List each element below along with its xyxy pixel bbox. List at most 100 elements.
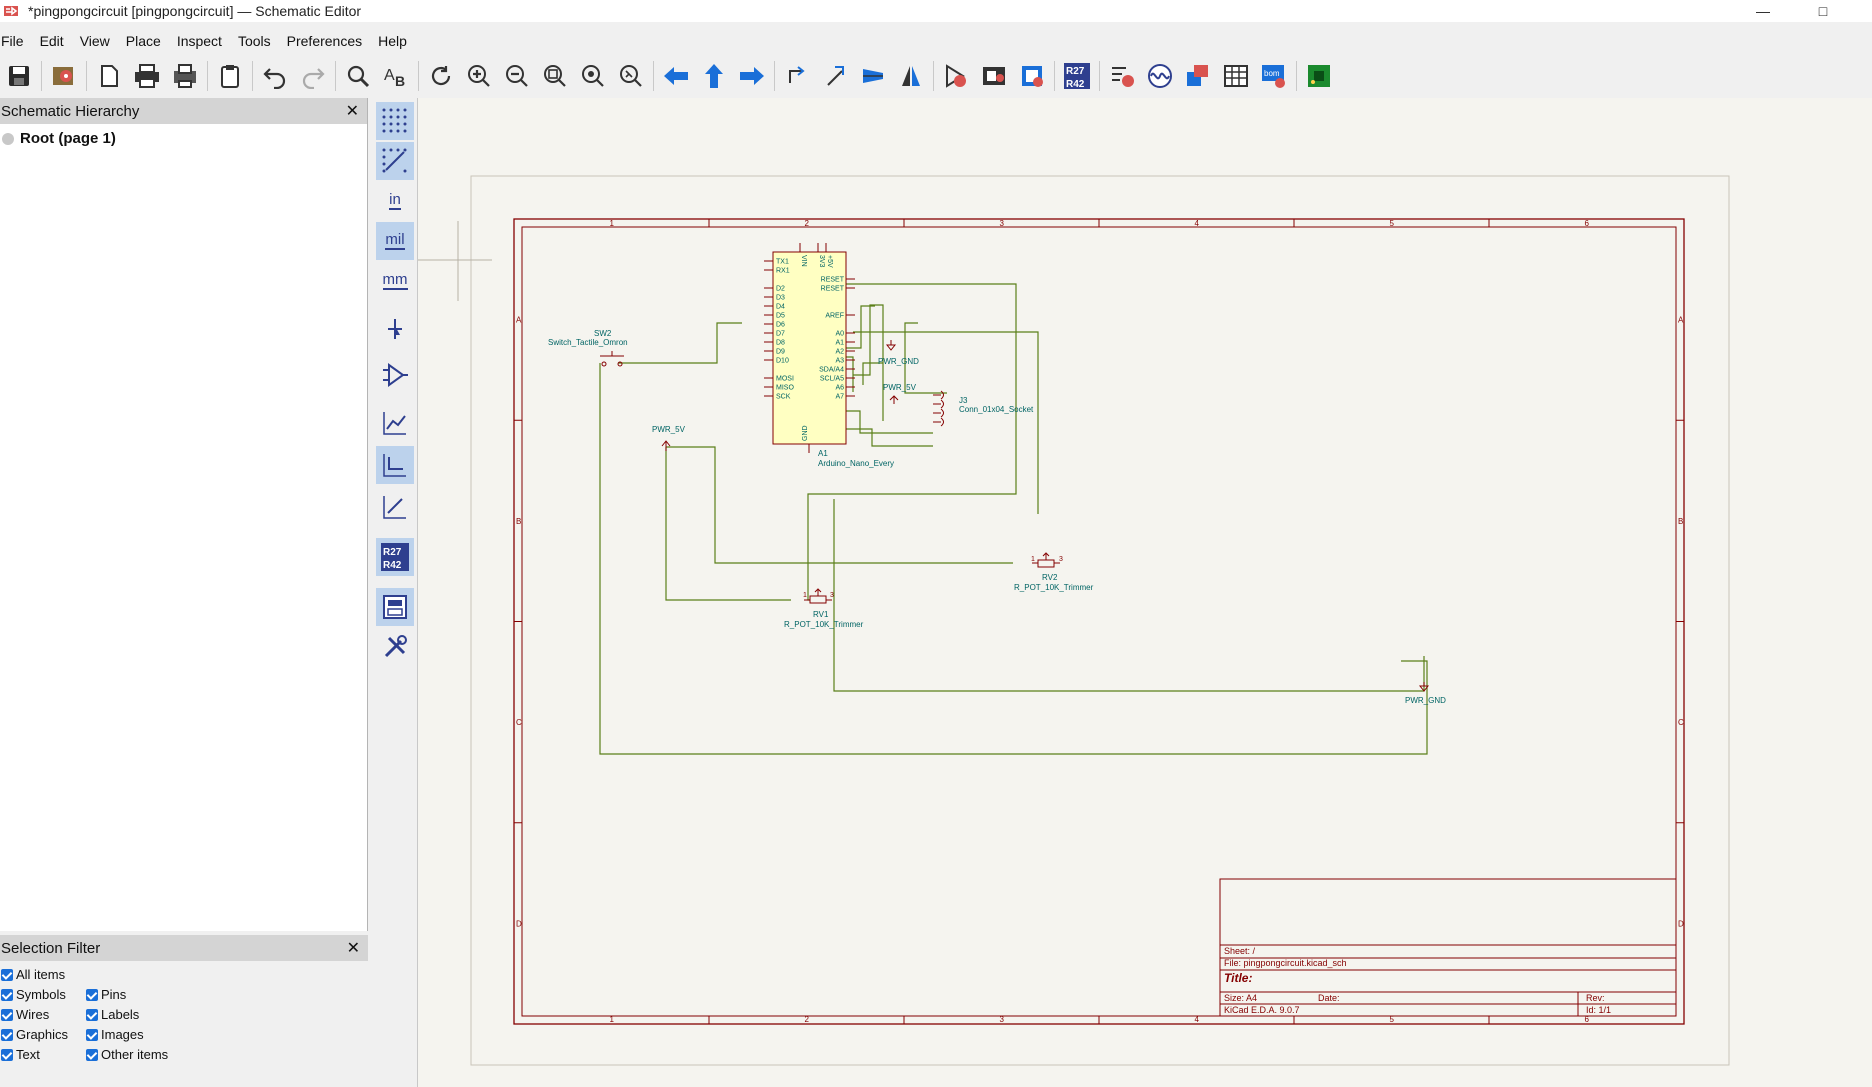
rv1-reference: RV1 [813, 610, 829, 619]
properties-tools-icon[interactable] [376, 628, 414, 666]
checkbox-checked-icon [86, 1009, 98, 1021]
redo-icon[interactable] [294, 58, 332, 94]
a1-pin-name: D6 [776, 322, 785, 329]
grid-overrides-icon[interactable] [376, 142, 414, 180]
annotate-icon[interactable]: R27R42 [1058, 58, 1096, 94]
find-replace-icon[interactable]: AB [377, 58, 415, 94]
frame-column-label: 6 [1585, 219, 1590, 228]
paste-icon[interactable] [211, 58, 249, 94]
plot-icon[interactable] [166, 58, 204, 94]
simulator-icon[interactable] [1141, 58, 1179, 94]
line-mode-free-icon[interactable] [376, 404, 414, 442]
toolbar-separator [1054, 61, 1055, 91]
line-mode-90-icon[interactable] [376, 446, 414, 484]
bus-table-icon[interactable] [1217, 58, 1255, 94]
line-mode-45-icon[interactable] [376, 488, 414, 526]
mirror-horizontal-icon[interactable] [892, 58, 930, 94]
zoom-objects-icon[interactable] [574, 58, 612, 94]
filter-other-items[interactable]: Other items [86, 1047, 168, 1062]
symbol-editor-icon[interactable] [937, 58, 975, 94]
find-icon[interactable] [339, 58, 377, 94]
schematic-canvas[interactable]: 112233445566AABBCCDD Sheet: / File: ping… [417, 98, 1872, 1087]
wire [846, 411, 933, 433]
pwr-gnd-label-2: PWR_GND [1405, 696, 1446, 705]
rotate-ccw-icon[interactable] [778, 58, 816, 94]
refresh-icon[interactable] [422, 58, 460, 94]
zoom-out-icon[interactable] [498, 58, 536, 94]
zoom-in-icon[interactable] [460, 58, 498, 94]
zoom-selection-icon[interactable] [612, 58, 650, 94]
filter-wires[interactable]: Wires [1, 1007, 49, 1022]
frame-column-label: 2 [805, 1015, 810, 1024]
print-icon[interactable] [128, 58, 166, 94]
wire [846, 429, 933, 446]
bom-icon[interactable]: bom [1255, 58, 1293, 94]
filter-symbols[interactable]: Symbols [1, 987, 66, 1002]
switch-sw2[interactable] [600, 351, 624, 366]
navigate-back-icon[interactable] [657, 58, 695, 94]
navigate-forward-icon[interactable] [733, 58, 771, 94]
navigate-up-icon[interactable] [695, 58, 733, 94]
units-mil-button[interactable]: mil [376, 222, 414, 260]
annotate-side-icon[interactable]: R27R42 [376, 538, 414, 576]
menu-file[interactable]: File [0, 33, 32, 49]
filter-pins[interactable]: Pins [86, 987, 126, 1002]
hierarchy-root-item[interactable]: Root (page 1) [0, 130, 367, 147]
toolbar-separator [774, 61, 775, 91]
title-bar: *pingpongcircuit [pingpongcircuit] — Sch… [0, 0, 1872, 22]
checkbox-checked-icon [1, 1029, 13, 1041]
power-gnd-symbol [887, 340, 895, 350]
footprint-assign-icon[interactable] [1013, 58, 1051, 94]
filter-label: Labels [101, 1007, 139, 1022]
erc-icon[interactable] [1103, 58, 1141, 94]
a1-pin-name: A2 [835, 349, 844, 356]
filter-text[interactable]: Text [1, 1047, 40, 1062]
menu-tools[interactable]: Tools [230, 33, 279, 49]
connector-j3[interactable] [933, 391, 944, 426]
title-block: Sheet: / File: pingpongcircuit.kicad_sch… [1220, 879, 1676, 1016]
show-pin-electrical-types-icon[interactable] [376, 356, 414, 394]
menu-view[interactable]: View [72, 33, 118, 49]
units-mil-label: mil [385, 232, 404, 250]
zoom-fit-icon[interactable] [536, 58, 574, 94]
menu-inspect[interactable]: Inspect [169, 33, 230, 49]
kicad-schematic-app-icon [2, 2, 20, 20]
hierarchy-navigator-icon[interactable] [376, 588, 414, 626]
units-inch-button[interactable]: in [376, 182, 414, 220]
filter-images[interactable]: Images [86, 1027, 144, 1042]
rotate-cw-icon[interactable] [816, 58, 854, 94]
symbol-browser-icon[interactable] [975, 58, 1013, 94]
menu-preferences[interactable]: Preferences [279, 33, 370, 49]
arduino-nano-every-symbol[interactable]: TX1RX1D2D3D4D5D6D7D8D9D10MOSIMISOSCKRESE… [764, 243, 855, 453]
selection-filter-header: Selection Filter ✕ [0, 935, 368, 961]
pcb-editor-icon[interactable] [1300, 58, 1338, 94]
filter-all-items[interactable]: All items [1, 967, 65, 982]
tree-node-icon [2, 133, 14, 145]
a1-pin-name: D5 [776, 313, 785, 320]
hierarchy-root-label: Root (page 1) [20, 130, 116, 147]
maximize-button[interactable]: □ [1800, 0, 1846, 22]
potentiometer-rv2[interactable] [1032, 553, 1060, 567]
schematic-setup-icon[interactable] [45, 58, 83, 94]
minimize-button[interactable]: — [1740, 0, 1786, 22]
filter-labels[interactable]: Labels [86, 1007, 139, 1022]
symbol-fields-icon[interactable] [1179, 58, 1217, 94]
page-settings-icon[interactable] [90, 58, 128, 94]
toolbar-separator [86, 61, 87, 91]
cursor-crosshair-icon[interactable] [376, 310, 414, 348]
checkbox-checked-icon [1, 1009, 13, 1021]
units-mm-button[interactable]: mm [376, 262, 414, 300]
menu-help[interactable]: Help [370, 33, 415, 49]
hierarchy-close-button[interactable]: ✕ [346, 101, 359, 121]
title-block-id: Id: 1/1 [1586, 1005, 1611, 1015]
menu-place[interactable]: Place [118, 33, 169, 49]
filter-graphics[interactable]: Graphics [1, 1027, 68, 1042]
save-icon[interactable] [0, 58, 38, 94]
undo-icon[interactable] [256, 58, 294, 94]
toolbar-separator [418, 61, 419, 91]
selection-filter-close-button[interactable]: ✕ [347, 938, 360, 958]
filter-label: Pins [101, 987, 126, 1002]
menu-edit[interactable]: Edit [32, 33, 72, 49]
mirror-vertical-icon[interactable] [854, 58, 892, 94]
grid-icon[interactable] [376, 102, 414, 140]
